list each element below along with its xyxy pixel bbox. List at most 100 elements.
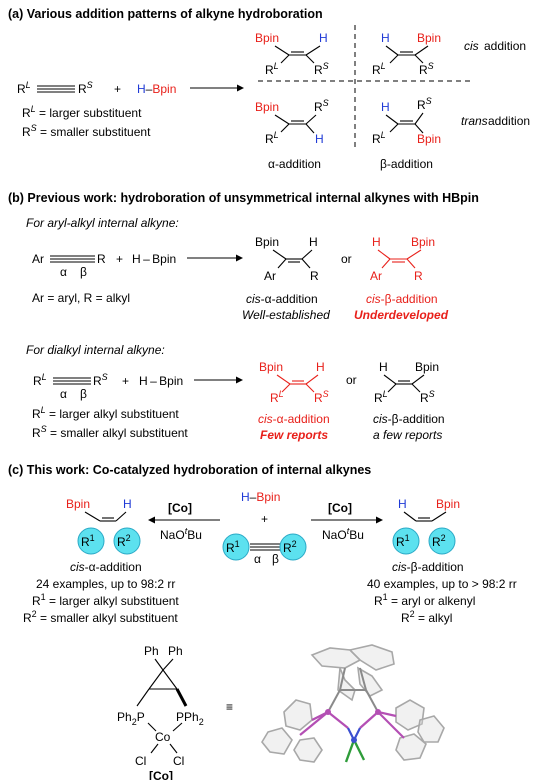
product-cis-beta-dialkyl: H Bpin RL RS bbox=[374, 360, 439, 405]
section-b-title: (b) Previous work: hydroboration of unsy… bbox=[8, 191, 479, 205]
svg-text:Co: Co bbox=[155, 730, 171, 744]
trans-addition-rest: addition bbox=[488, 114, 530, 128]
left-examples: 24 examples, up to 98:2 rr bbox=[36, 577, 175, 591]
def-rs-a: RS = smaller substituent bbox=[22, 123, 151, 139]
aryl-defs: Ar = aryl, R = alkyl bbox=[32, 291, 130, 305]
svg-text:R: R bbox=[97, 252, 106, 266]
product-cis-alpha-dialkyl: Bpin H RL RS bbox=[259, 360, 329, 405]
svg-text:β: β bbox=[80, 387, 87, 401]
hbpin-reagent: H–Bpin bbox=[137, 82, 176, 96]
svg-text:Cl: Cl bbox=[135, 754, 146, 768]
product-trans-alpha-a: Bpin RS RL H bbox=[255, 98, 329, 146]
svg-text:RL: RL bbox=[372, 130, 386, 146]
dialkyl-caption: For dialkyl internal alkyne: bbox=[26, 343, 165, 357]
base-label-right: NaOtBu bbox=[322, 526, 364, 542]
plus-sign-c: + bbox=[261, 512, 268, 526]
svg-text:[Co]: [Co] bbox=[149, 769, 173, 780]
svg-text:Bpin: Bpin bbox=[417, 132, 441, 146]
svg-text:Ph: Ph bbox=[144, 644, 159, 658]
left-r1-def: R1 = larger alkyl substituent bbox=[32, 592, 179, 608]
right-examples: 40 examples, up to > 98:2 rr bbox=[367, 577, 517, 591]
catalyst-structure: Ph Ph Ph2P PPh2 Co Cl Cl [Co] bbox=[117, 644, 204, 780]
svg-text:RL: RL bbox=[265, 61, 279, 77]
svg-text:Cl: Cl bbox=[173, 754, 184, 768]
svg-text:H: H bbox=[398, 497, 407, 511]
svg-text:RL: RL bbox=[265, 130, 279, 146]
cis-alpha-label-b2: cis-α-addition bbox=[258, 412, 330, 426]
svg-text:Bpin: Bpin bbox=[411, 235, 435, 249]
svg-text:Bpin: Bpin bbox=[255, 235, 279, 249]
svg-text:Ph: Ph bbox=[168, 644, 183, 658]
product-cis-alpha-a: Bpin H RL RS bbox=[255, 31, 329, 77]
trans-addition-label: trans bbox=[461, 114, 488, 128]
svg-text:H: H bbox=[381, 31, 390, 45]
cis-addition-label: cis bbox=[464, 39, 479, 53]
svg-text:RS: RS bbox=[314, 61, 329, 77]
underdeveloped-label: Underdeveloped bbox=[354, 308, 449, 322]
product-cis-alpha-aryl: Bpin H Ar R bbox=[255, 235, 319, 283]
left-r2-def: R2 = smaller alkyl substituent bbox=[23, 609, 178, 625]
product-cis-beta-a: H Bpin RL RS bbox=[372, 31, 441, 77]
svg-text:H: H bbox=[372, 235, 381, 249]
or-b1: or bbox=[341, 252, 352, 266]
crystal-structure-image bbox=[261, 644, 445, 763]
few-reports-label: Few reports bbox=[260, 428, 328, 442]
co-label-right: [Co] bbox=[328, 501, 352, 515]
svg-text:H: H bbox=[123, 497, 132, 511]
svg-text:RS: RS bbox=[93, 372, 108, 388]
svg-text:RS: RS bbox=[314, 389, 329, 405]
right-r1-def: R1 = aryl or alkenyl bbox=[374, 592, 475, 608]
svg-text:Ar: Ar bbox=[264, 269, 276, 283]
alkyne-a: RL RS bbox=[17, 80, 93, 96]
svg-text:H: H bbox=[319, 31, 328, 45]
svg-text:H: H bbox=[316, 360, 325, 374]
alkyne-dialkyl: RL RS α β bbox=[33, 372, 108, 401]
svg-text:β: β bbox=[80, 265, 87, 279]
svg-text:RL: RL bbox=[17, 80, 31, 96]
alkyne-c: R1 R2 α β bbox=[222, 533, 307, 566]
svg-text:Ph2P: Ph2P bbox=[117, 710, 145, 727]
product-trans-beta-a: H RS RL Bpin bbox=[372, 96, 441, 146]
def-rs-b: RS = smaller alkyl substituent bbox=[32, 424, 188, 440]
product-cis-beta-c: H Bpin R1 R2 bbox=[392, 497, 460, 555]
svg-text:RS: RS bbox=[314, 98, 329, 114]
def-rl-b: RL = larger alkyl substituent bbox=[32, 405, 179, 421]
svg-text:α: α bbox=[60, 265, 67, 279]
section-c-title: (c) This work: Co-catalyzed hydroboratio… bbox=[8, 463, 371, 477]
svg-text:β: β bbox=[272, 552, 279, 566]
right-r2-def: R2 = alkyl bbox=[401, 609, 452, 625]
svg-text:Bpin: Bpin bbox=[259, 360, 283, 374]
product-cis-alpha-c: Bpin H R1 R2 bbox=[66, 497, 141, 555]
co-label-left: [Co] bbox=[168, 501, 192, 515]
cis-beta-label-c: cis-β-addition bbox=[392, 560, 464, 574]
a-few-reports-label: a few reports bbox=[373, 428, 442, 442]
alkyne-aryl-alkyl: Ar R α β bbox=[32, 252, 106, 279]
plus-sign: + bbox=[114, 82, 121, 96]
svg-text:Bpin: Bpin bbox=[417, 31, 441, 45]
svg-text:H: H bbox=[315, 132, 324, 146]
svg-text:H: H bbox=[381, 100, 390, 114]
def-rl-a: RL = larger substituent bbox=[22, 104, 142, 120]
svg-text:RS: RS bbox=[419, 61, 434, 77]
svg-text:RL: RL bbox=[270, 389, 284, 405]
hbpin-reagent-c: H–Bpin bbox=[241, 490, 280, 504]
svg-text:Bpin: Bpin bbox=[66, 497, 90, 511]
svg-text:PPh2: PPh2 bbox=[176, 710, 204, 727]
beta-addition-label-a: β-addition bbox=[380, 157, 433, 171]
svg-text:RL: RL bbox=[33, 372, 47, 388]
cis-addition-rest: addition bbox=[484, 39, 526, 53]
aryl-caption: For aryl-alkyl internal alkyne: bbox=[26, 216, 179, 230]
plus-sign-b1: + bbox=[116, 252, 123, 266]
svg-text:Ar: Ar bbox=[370, 269, 382, 283]
svg-text:Bpin: Bpin bbox=[436, 497, 460, 511]
hbpin-reagent-b2: H – Bpin bbox=[139, 374, 183, 388]
svg-text:H: H bbox=[379, 360, 388, 374]
cis-alpha-label-b1: cis-α-addition bbox=[246, 292, 318, 306]
svg-text:RL: RL bbox=[374, 389, 388, 405]
svg-text:RS: RS bbox=[420, 389, 435, 405]
well-established-label: Well-established bbox=[242, 308, 330, 322]
cis-beta-label-b1: cis-β-addition bbox=[366, 292, 438, 306]
hbpin-reagent-b1: H – Bpin bbox=[132, 252, 176, 266]
product-cis-beta-aryl: H Bpin Ar R bbox=[370, 235, 435, 283]
